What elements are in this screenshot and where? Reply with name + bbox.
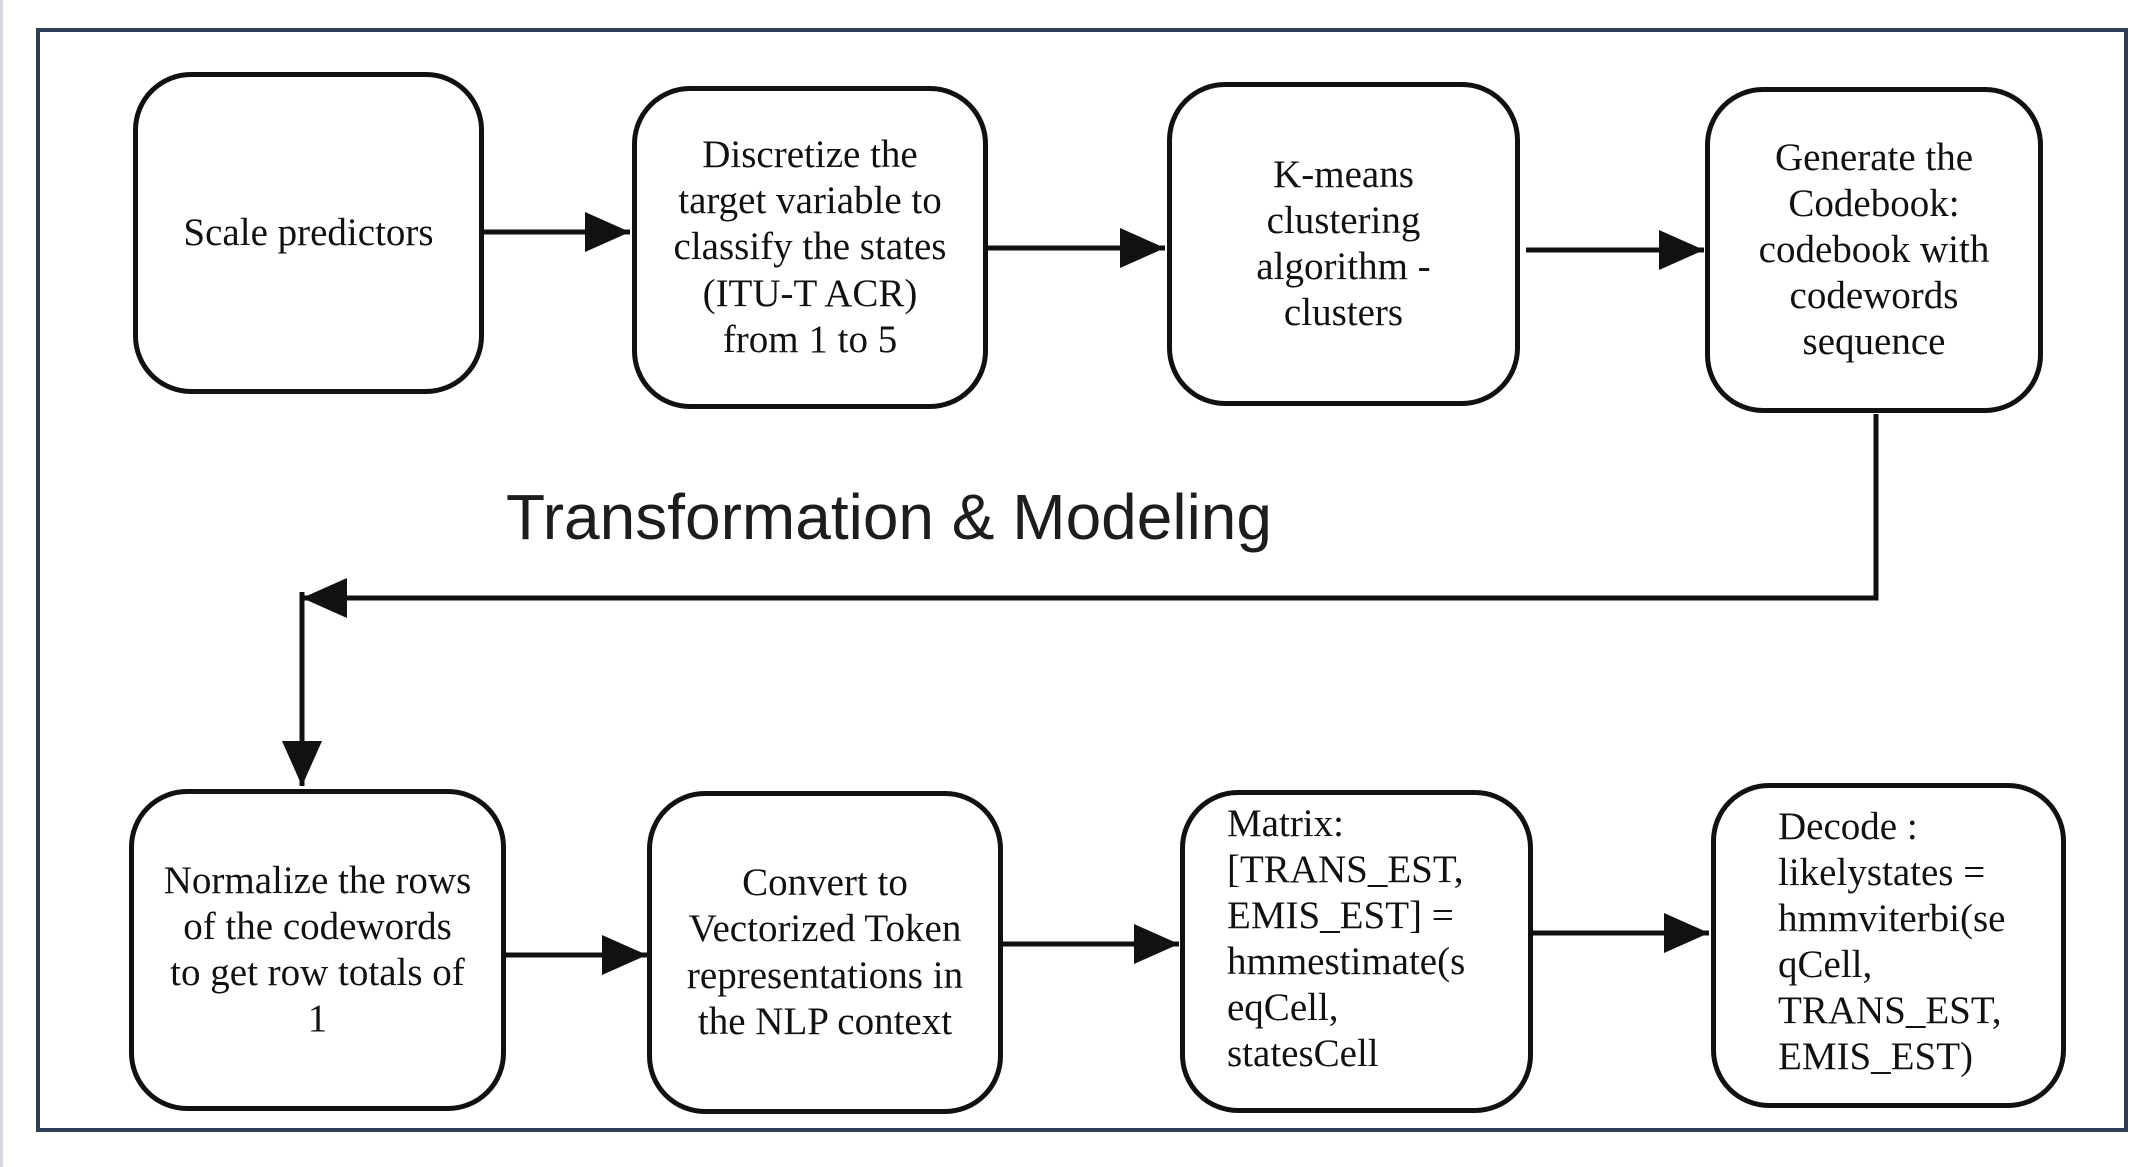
section-title: Transformation & Modeling <box>506 481 1272 553</box>
step-normalize-rows-text: Normalize the rows of the codewords to g… <box>163 858 472 1041</box>
step-discretize-target: Discretize the target variable to classi… <box>632 86 988 409</box>
page-edge <box>0 0 3 1167</box>
step-discretize-target-text: Discretize the target variable to classi… <box>673 133 947 361</box>
step-decode-viterbi: Decode : likelystates = hmmviterbi(se qC… <box>1711 783 2066 1108</box>
step-scale-predictors: Scale predictors <box>133 72 484 394</box>
step-generate-codebook: Generate the Codebook: codebook with cod… <box>1705 87 2043 413</box>
step-scale-predictors-text: Scale predictors <box>183 210 434 254</box>
step-kmeans-clustering: K-means clustering algorithm - clusters <box>1167 82 1520 406</box>
step-vectorize-tokens-text: Convert to Vectorized Token representati… <box>686 861 964 1043</box>
step-hmm-estimate: Matrix: [TRANS_EST, EMIS_EST] = hmmestim… <box>1180 790 1533 1113</box>
step-generate-codebook-text: Generate the Codebook: codebook with cod… <box>1758 135 1990 364</box>
step-vectorize-tokens: Convert to Vectorized Token representati… <box>647 791 1003 1114</box>
arrow-codebook-to-return-line <box>302 414 1879 618</box>
step-decode-viterbi-text: Decode : likelystates = hmmviterbi(se qC… <box>1778 805 2006 1079</box>
step-normalize-rows: Normalize the rows of the codewords to g… <box>129 789 506 1111</box>
step-kmeans-clustering-text: K-means clustering algorithm - clusters <box>1256 152 1431 335</box>
step-hmm-estimate-text: Matrix: [TRANS_EST, EMIS_EST] = hmmestim… <box>1227 802 1466 1076</box>
